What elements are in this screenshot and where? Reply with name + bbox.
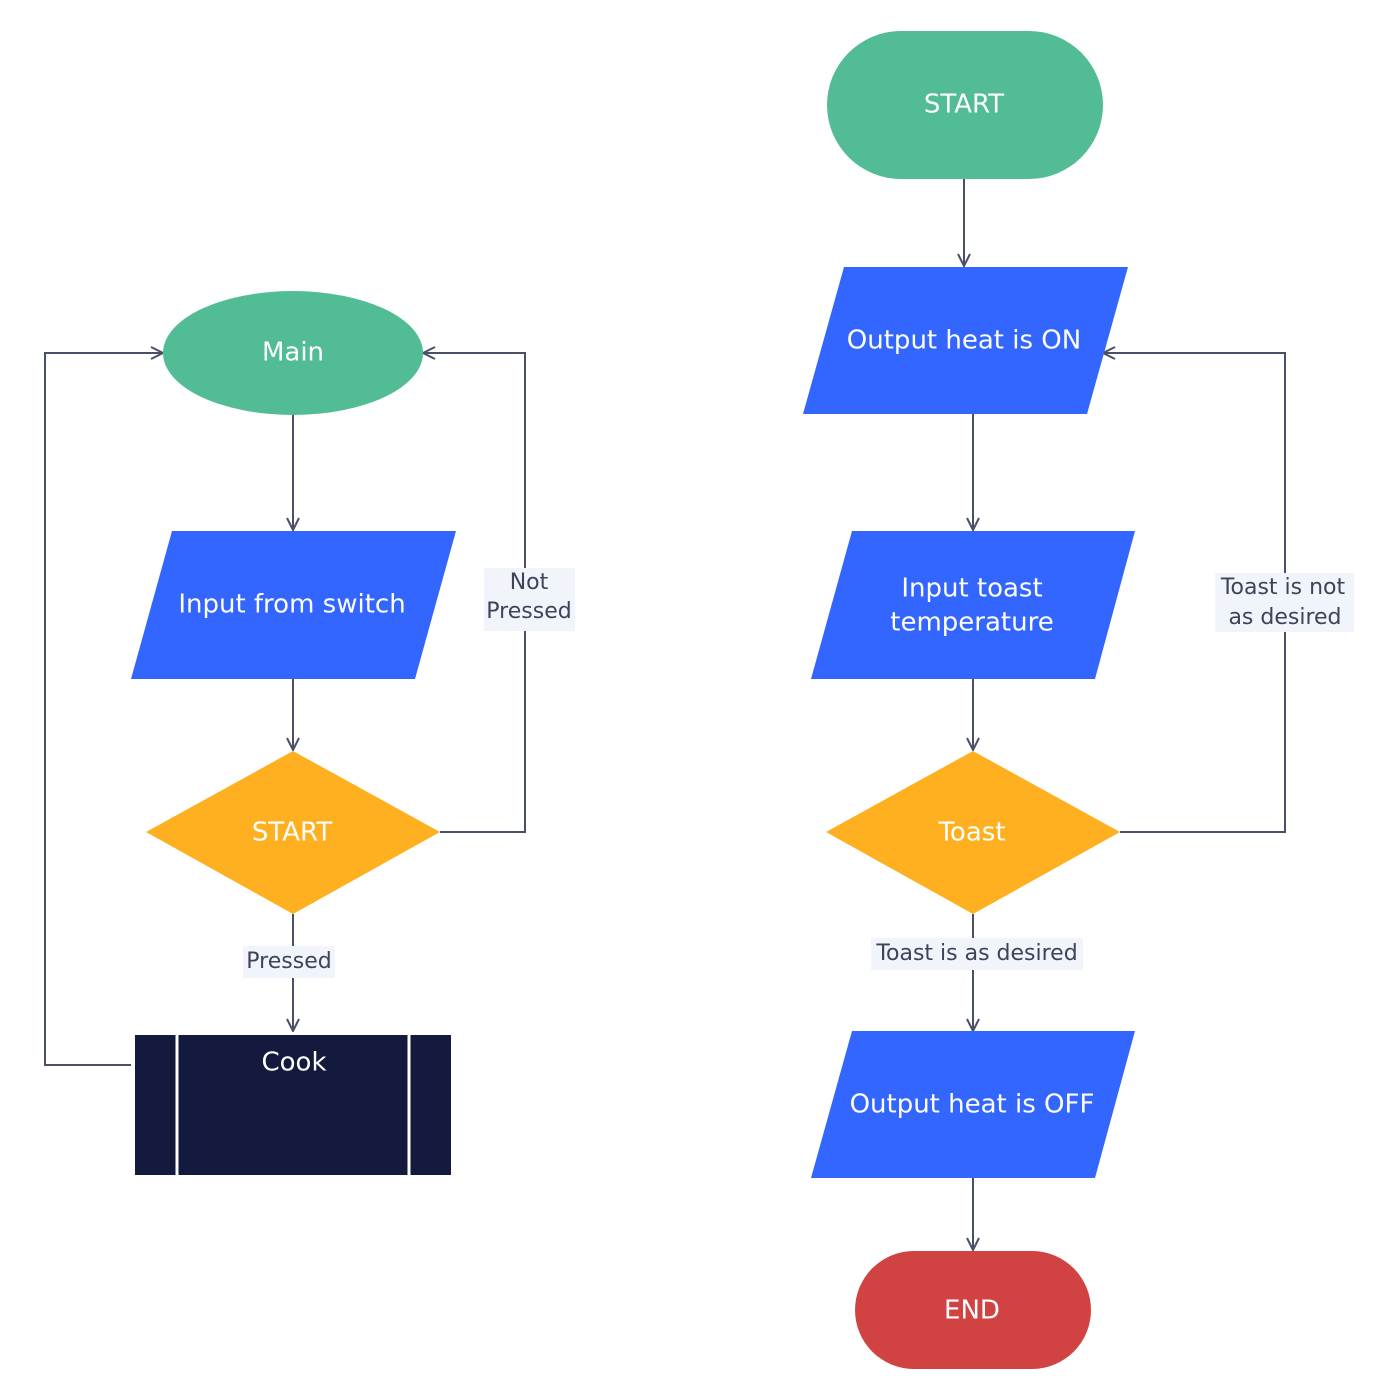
input-toast-temp-label-line2: temperature	[890, 608, 1053, 638]
end-terminal: END	[855, 1251, 1091, 1369]
main-terminal-label: Main	[262, 338, 324, 368]
input-toast-temp-shape	[811, 531, 1135, 679]
not-pressed-label-line2: Pressed	[486, 599, 571, 624]
not-pressed-label-bg	[484, 568, 575, 631]
not-desired-label-line1: Toast is not	[1220, 575, 1346, 600]
edge-cook-return-loop	[44, 353, 162, 1066]
end-terminal-shape	[855, 1251, 1091, 1369]
end-terminal-label: END	[944, 1296, 1000, 1326]
not-desired-edge-label: Toast is not as desired	[1215, 573, 1354, 632]
cook-subprocess-label: Cook	[261, 1048, 326, 1078]
start-terminal-label: START	[924, 90, 1004, 120]
desired-label-bg	[871, 938, 1083, 970]
start-decision-label: START	[252, 818, 332, 848]
start-decision-shape	[146, 751, 440, 914]
toast-decision-shape	[826, 751, 1120, 914]
start-decision: START	[146, 751, 440, 914]
pressed-edge-label: Pressed	[243, 946, 335, 978]
output-heat-on-node: Output heat is ON	[803, 267, 1128, 414]
main-terminal-shape	[163, 291, 423, 415]
not-desired-label-bg	[1215, 573, 1354, 632]
start-terminal: START	[827, 31, 1103, 179]
pressed-label: Pressed	[246, 949, 331, 974]
cook-subprocess: Cook	[135, 1035, 451, 1175]
input-switch-shape	[131, 531, 456, 679]
output-heat-off-label: Output heat is OFF	[850, 1090, 1095, 1120]
desired-edge-label: Toast is as desired	[871, 938, 1083, 970]
output-heat-off-node: Output heat is OFF	[811, 1031, 1135, 1178]
start-terminal-shape	[827, 31, 1103, 179]
right-flowchart: START Output heat is ON Input toast temp…	[803, 31, 1354, 1369]
toast-decision: Toast	[826, 751, 1120, 914]
input-toast-temp-node: Input toast temperature	[811, 531, 1135, 679]
left-flowchart: Main Input from switch START Cook Not Pr…	[44, 291, 575, 1175]
not-pressed-edge-label: Not Pressed	[484, 568, 575, 631]
cook-subprocess-shape	[135, 1035, 451, 1175]
output-heat-off-shape	[811, 1031, 1135, 1178]
input-switch-node: Input from switch	[131, 531, 456, 679]
not-desired-label-line2: as desired	[1228, 605, 1341, 630]
output-heat-on-label: Output heat is ON	[847, 326, 1081, 356]
pressed-label-bg	[243, 946, 335, 978]
desired-label: Toast is as desired	[875, 941, 1077, 966]
input-switch-label: Input from switch	[178, 590, 405, 620]
output-heat-on-shape	[803, 267, 1128, 414]
not-pressed-label-line1: Not	[510, 570, 549, 595]
input-toast-temp-label-line1: Input toast	[901, 574, 1042, 604]
main-terminal: Main	[163, 291, 423, 415]
toast-decision-label: Toast	[937, 818, 1005, 848]
